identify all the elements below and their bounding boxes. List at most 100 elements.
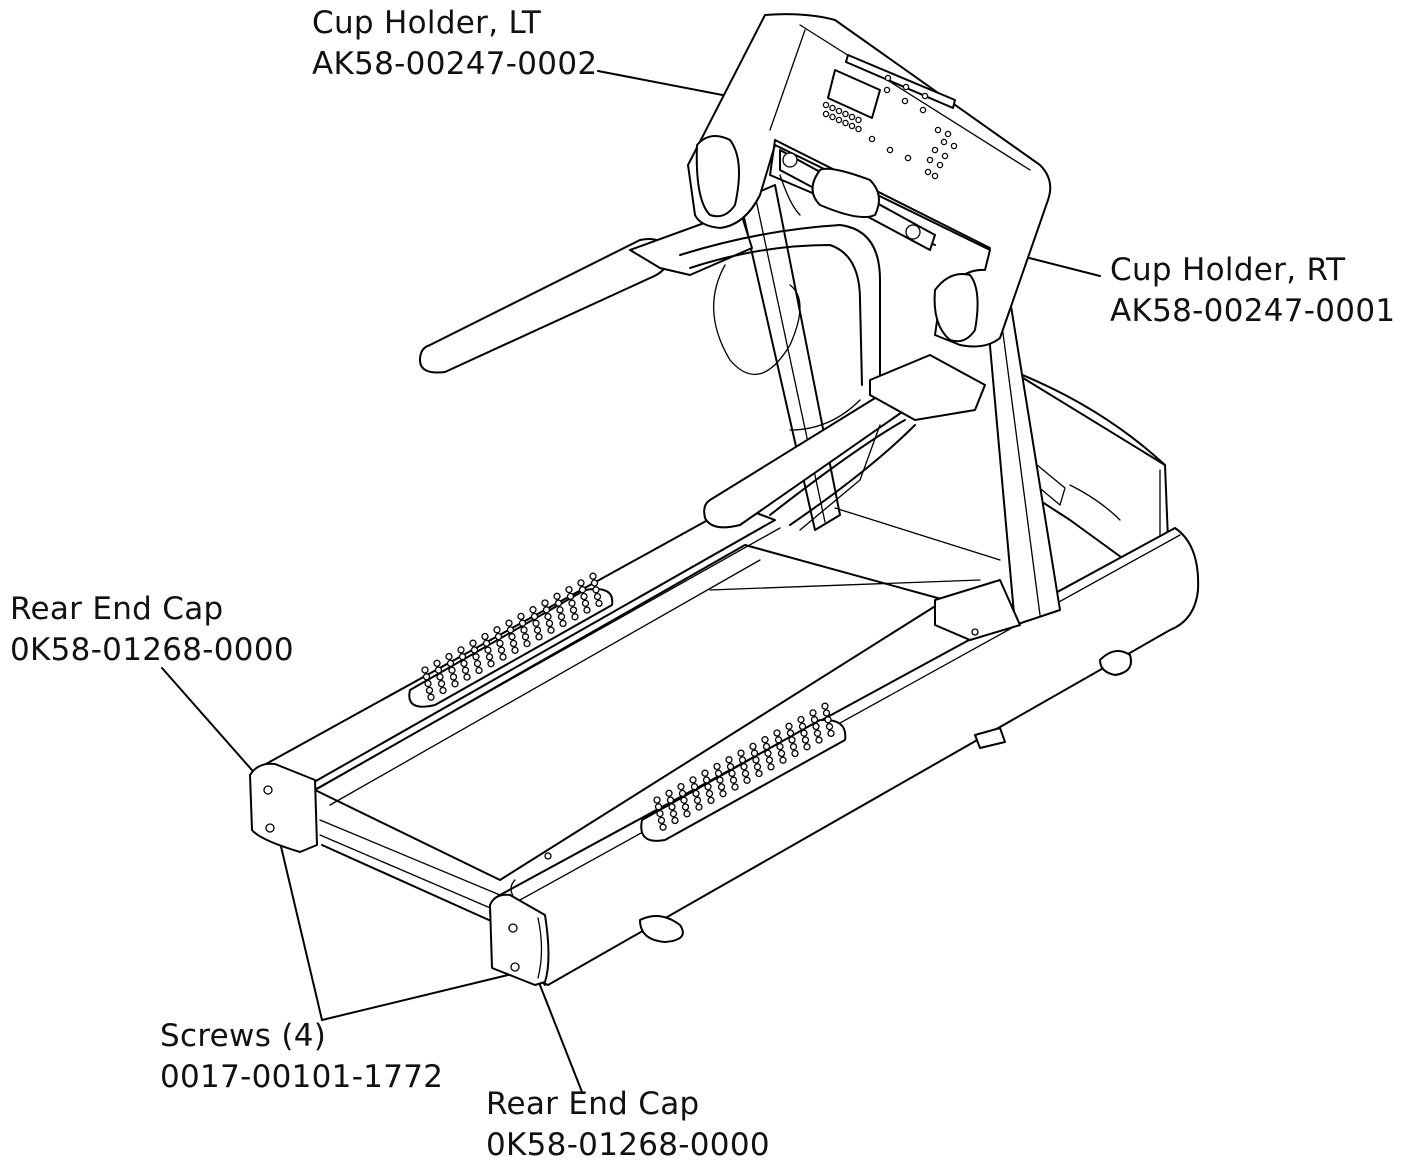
console-key <box>855 125 862 133</box>
grip-dot <box>568 599 576 607</box>
grip-dot <box>705 789 714 798</box>
callout-screws: Screws (4) 0017-00101-1772 <box>160 1016 443 1098</box>
callout-screws-name: Screws (4) <box>160 1018 327 1054</box>
console-key <box>940 138 948 146</box>
grip-dot <box>702 776 711 784</box>
grip-dot <box>590 579 599 587</box>
grip-dot <box>541 599 549 607</box>
leader-screws-right <box>321 974 509 1021</box>
grip-dot <box>577 579 585 587</box>
grip-dot <box>529 606 537 614</box>
grip-dot <box>481 632 489 641</box>
grip-dot <box>521 633 530 641</box>
grip-dot <box>446 659 455 668</box>
grip-dot <box>717 783 726 791</box>
grip-dot <box>424 679 432 688</box>
grip-dot <box>532 619 540 627</box>
grip-dot <box>509 639 518 648</box>
leader-screws-left <box>278 837 323 1021</box>
console-key <box>936 161 944 169</box>
callout-cup-holder-rt-name: Cup Holder, RT <box>1110 252 1346 288</box>
grip-dot <box>656 809 664 818</box>
console <box>687 13 1052 348</box>
console-key <box>884 74 892 82</box>
grip-dot <box>457 646 465 654</box>
grip-dot <box>740 763 748 771</box>
grip-dot <box>485 653 494 661</box>
console-key <box>855 116 862 124</box>
console-key <box>931 146 939 154</box>
grip-dot <box>595 599 603 608</box>
grip-dot <box>565 585 573 594</box>
grip-dot <box>427 693 435 701</box>
grip-dot <box>520 626 528 634</box>
deck-edge <box>709 579 981 591</box>
grip-dot <box>695 803 703 811</box>
grip-dot <box>508 633 516 641</box>
grip-dot <box>659 823 667 831</box>
grip-dot <box>482 639 491 647</box>
grip-dot <box>547 626 555 634</box>
cable <box>712 264 801 376</box>
grip-dot <box>689 776 697 784</box>
grip-dot <box>557 613 566 621</box>
grip-dot <box>764 749 772 757</box>
hood-edge <box>834 507 1001 561</box>
grip-dot <box>692 789 700 798</box>
grip-dot <box>665 789 673 797</box>
console-key <box>934 126 942 134</box>
grip-dot <box>761 736 769 744</box>
grip-dot <box>774 736 783 744</box>
callout-rear-end-cap-bottom: Rear End Cap 0K58-01268-0000 <box>486 1084 770 1166</box>
grip-dot <box>776 742 784 751</box>
grip-dot <box>714 769 723 777</box>
grip-dot <box>810 716 819 724</box>
grip-dot <box>434 666 443 674</box>
grip-dot <box>496 639 504 648</box>
grip-dot <box>445 652 453 661</box>
grip-dot <box>505 619 513 627</box>
callout-cup-holder-lt-part: AK58-00247-0002 <box>312 46 598 82</box>
grip-dot <box>683 810 691 818</box>
callout-rear-end-cap-bottom-part: 0K58-01268-0000 <box>486 1127 770 1163</box>
cable-lower <box>789 399 861 431</box>
grip-dot <box>469 639 477 647</box>
console-key <box>829 104 836 112</box>
grip-dot <box>777 749 786 758</box>
grip-dot <box>701 769 709 777</box>
grip-dot <box>677 782 685 791</box>
grip-dot <box>518 619 527 627</box>
grip-dot <box>752 756 760 764</box>
grip-dot <box>517 612 525 621</box>
grip-dot <box>530 612 539 621</box>
grip-dot <box>583 606 591 614</box>
grip-dot <box>704 783 712 791</box>
console-key <box>835 116 843 124</box>
grip-dot <box>439 686 447 695</box>
grip-dot <box>433 659 441 667</box>
console-key <box>901 97 909 105</box>
grip-dot <box>741 769 750 778</box>
console-key <box>886 146 894 154</box>
grip-dot <box>762 742 771 751</box>
foot-rail-grip-dots <box>421 572 835 831</box>
leader-lines <box>161 70 1101 1093</box>
console-key <box>919 106 927 114</box>
grip-dot <box>523 639 531 648</box>
grip-dot <box>678 789 687 798</box>
grip-dot <box>750 749 759 757</box>
grip-dot <box>436 673 444 681</box>
console-key <box>829 113 836 121</box>
grip-dot <box>813 729 822 737</box>
handrail-right <box>703 354 986 531</box>
grip-dot <box>493 626 501 634</box>
grip-dot <box>738 756 747 764</box>
rear-end-cap-left-part <box>249 762 318 853</box>
grip-dot <box>716 776 724 784</box>
leader-rear-end-cap-bottom <box>537 979 583 1093</box>
console-key <box>931 172 939 180</box>
grip-dot <box>580 592 588 601</box>
grip-dot <box>473 659 482 668</box>
grip-dot <box>725 756 733 764</box>
grip-dot <box>786 729 795 737</box>
